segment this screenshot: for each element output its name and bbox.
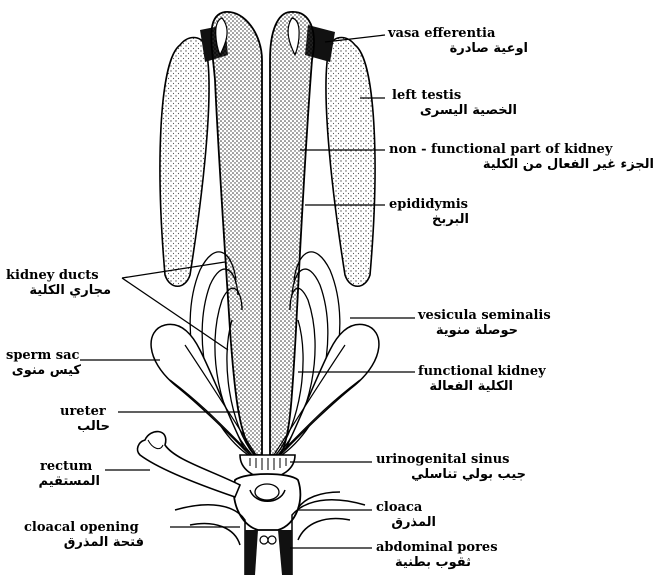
kidney-left [211, 12, 262, 455]
label-functional-kidney-en: functional kidney [418, 364, 546, 379]
label-left-testis-en: left testis [392, 88, 517, 103]
label-cloacal-opening-en: cloacal opening [24, 520, 144, 535]
label-vesicula-seminalis-ar: حوصلة منوية [418, 323, 518, 338]
label-ureter-ar: حالب [60, 419, 110, 434]
kidney-right [270, 12, 314, 455]
label-sperm-sac-en: sperm sac [6, 348, 81, 363]
label-rectum: rectum المستقيم [40, 459, 100, 489]
label-cloaca-ar: المذرق [376, 515, 436, 530]
label-sperm-sac: sperm sac كيس منوى [6, 348, 81, 378]
testis-right-side [326, 38, 375, 287]
label-epididymis-ar: البربخ [389, 212, 469, 227]
label-cloacal-opening: cloacal opening فتحة المذرق [24, 520, 144, 550]
label-abdominal-pores-en: abdominal pores [376, 540, 498, 555]
label-non-functional-kidney: non - functional part of kidney الجزء غي… [389, 142, 654, 172]
label-functional-kidney-ar: الكلية الفعالة [418, 379, 513, 394]
rectum [138, 432, 240, 497]
label-rectum-ar: المستقيم [40, 474, 100, 489]
label-cloaca: cloaca المذرق [376, 500, 436, 530]
label-urinogenital-sinus-en: urinogenital sinus [376, 452, 526, 467]
label-vasa-efferentia-ar: اوعية صادرة [388, 41, 528, 56]
abdominal-pores [278, 530, 292, 575]
label-abdominal-pores-ar: ثقوب بطنية [376, 555, 471, 570]
label-cloaca-en: cloaca [376, 500, 436, 515]
label-ureter-en: ureter [60, 404, 110, 419]
label-urinogenital-sinus: urinogenital sinus جيب بولي تناسلي [376, 452, 526, 482]
label-cloacal-opening-ar: فتحة المذرق [24, 535, 144, 550]
label-vesicula-seminalis-en: vesicula seminalis [418, 308, 551, 323]
label-vasa-efferentia: vasa efferentia اوعية صادرة [388, 26, 528, 56]
label-kidney-ducts: kidney ducts مجاري الكلية [6, 268, 111, 298]
label-left-testis: left testis الخصية اليسرى [392, 88, 517, 118]
label-non-functional-kidney-ar: الجزء غير الفعال من الكلية [389, 157, 654, 172]
label-rectum-en: rectum [40, 459, 100, 474]
label-vesicula-seminalis: vesicula seminalis حوصلة منوية [418, 308, 551, 338]
label-ureter: ureter حالب [60, 404, 110, 434]
testis-left-side [160, 38, 209, 287]
label-kidney-ducts-ar: مجاري الكلية [6, 283, 111, 298]
sperm-sac-right [285, 324, 379, 450]
cloaca [234, 474, 301, 530]
label-epididymis: epididymis البربخ [389, 197, 469, 227]
label-left-testis-ar: الخصية اليسرى [392, 103, 517, 118]
label-vasa-efferentia-en: vasa efferentia [388, 26, 528, 41]
label-urinogenital-sinus-ar: جيب بولي تناسلي [376, 467, 526, 482]
label-sperm-sac-ar: كيس منوى [6, 363, 81, 378]
label-kidney-ducts-en: kidney ducts [6, 268, 111, 283]
label-functional-kidney: functional kidney الكلية الفعالة [418, 364, 546, 394]
label-abdominal-pores: abdominal pores ثقوب بطنية [376, 540, 498, 570]
label-epididymis-en: epididymis [389, 197, 469, 212]
cloacal-opening [245, 530, 258, 575]
label-non-functional-kidney-en: non - functional part of kidney [389, 142, 654, 157]
